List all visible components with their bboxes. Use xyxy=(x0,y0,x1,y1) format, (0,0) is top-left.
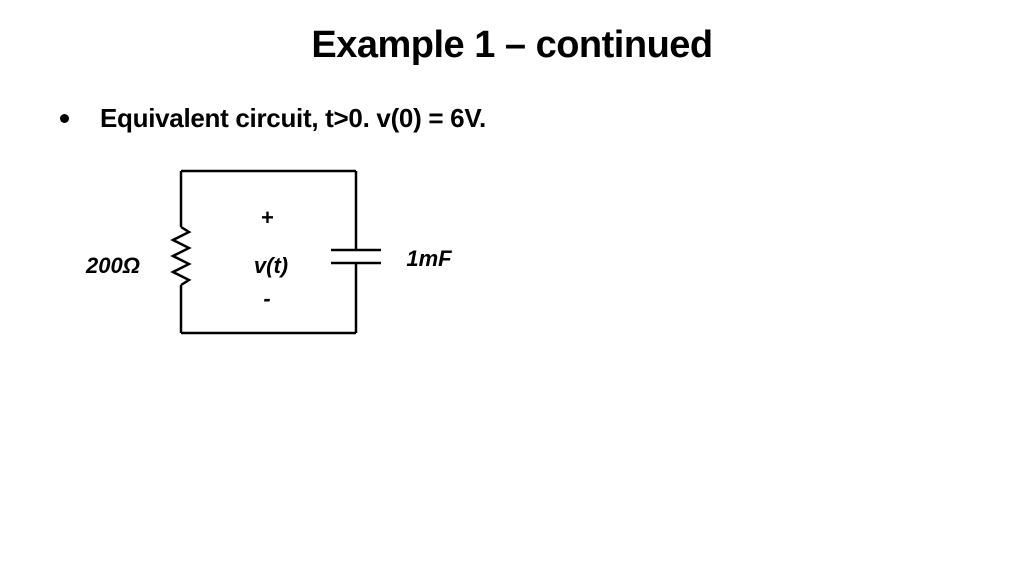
bullet-item: Equivalent circuit, t>0. v(0) = 6V. xyxy=(60,100,486,136)
resistor-zigzag xyxy=(170,225,192,287)
bullet-text: Equivalent circuit, t>0. v(0) = 6V. xyxy=(100,103,486,133)
bullet-dot xyxy=(60,113,69,123)
voltage-label: v(t) xyxy=(254,253,288,278)
resistor-label: 200Ω xyxy=(85,253,140,278)
minus-sign: - xyxy=(263,286,270,311)
slide-title: Example 1 – continued xyxy=(311,24,713,66)
capacitor-label: 1mF xyxy=(406,246,452,271)
plus-sign: + xyxy=(261,205,274,230)
